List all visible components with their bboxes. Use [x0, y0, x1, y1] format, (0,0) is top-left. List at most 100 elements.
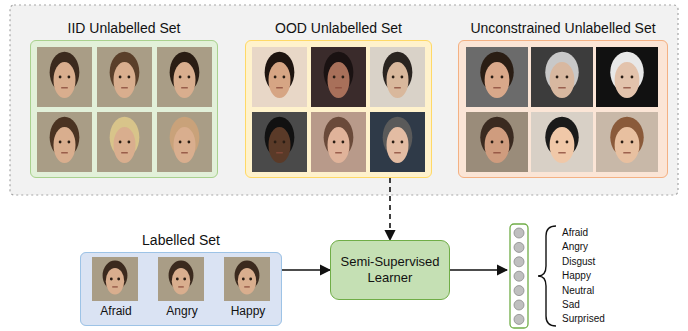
set-title: Labelled Set: [61, 232, 301, 249]
eye: [401, 141, 404, 144]
face-photo: [596, 112, 658, 172]
mouth: [178, 286, 184, 287]
face-photo: [158, 257, 204, 301]
face-photo: [370, 112, 425, 172]
eye: [119, 76, 122, 79]
face: [106, 268, 124, 294]
face: [387, 62, 409, 98]
photo-background: [466, 47, 528, 107]
face-photo: [252, 112, 307, 172]
output-vector: [510, 224, 528, 328]
output-unit: [514, 242, 524, 252]
eye: [183, 278, 186, 281]
mouth: [335, 87, 342, 88]
photo-background: [466, 112, 528, 172]
eye: [110, 278, 113, 281]
class-name: Happy: [562, 270, 591, 282]
face-photo: [370, 47, 425, 107]
brace: [538, 226, 556, 326]
face-photo: [531, 47, 593, 107]
unlabelled-set: OOD Unlabelled Set: [245, 40, 432, 178]
face: [54, 62, 76, 98]
photo-background: [311, 47, 366, 107]
face-photo: [311, 47, 366, 107]
photo-background: [158, 257, 204, 301]
unlabelled-set: Unconstrained Unlabelled Set: [458, 40, 668, 178]
eye: [242, 278, 245, 281]
output-unit: [514, 228, 524, 238]
eye: [501, 76, 504, 79]
eye: [333, 141, 336, 144]
class-name: Surprised: [562, 313, 605, 325]
face-photo: [37, 47, 92, 107]
mouth: [244, 286, 250, 287]
face-photo: [37, 112, 92, 172]
photo-background: [596, 112, 658, 172]
face: [269, 62, 291, 98]
face-photo: [92, 257, 138, 301]
face: [615, 127, 640, 163]
eye: [188, 76, 191, 79]
mouth: [623, 87, 630, 88]
face: [387, 127, 409, 163]
set-fill: [80, 252, 282, 326]
mouth: [558, 87, 565, 88]
eye: [59, 141, 62, 144]
eye: [621, 76, 624, 79]
face-photo: [466, 47, 528, 107]
mouth: [493, 152, 500, 153]
photo-background: [97, 47, 152, 107]
class-name: Disgust: [562, 256, 595, 268]
face-photo: [157, 47, 212, 107]
eye: [274, 141, 277, 144]
set-fill: [30, 40, 218, 178]
set-title: IID Unlabelled Set: [11, 20, 237, 37]
face: [550, 62, 575, 98]
output-unit: [514, 257, 524, 267]
face: [328, 127, 350, 163]
face-photo: [97, 47, 152, 107]
face-photo: [531, 112, 593, 172]
eye: [127, 141, 130, 144]
face: [172, 268, 190, 294]
eye: [556, 76, 559, 79]
mouth: [276, 87, 283, 88]
eye: [333, 76, 336, 79]
face: [485, 62, 510, 98]
mouth: [181, 87, 188, 88]
photo-background: [252, 112, 307, 172]
photo-background: [157, 112, 212, 172]
eye: [176, 278, 179, 281]
eye: [392, 76, 395, 79]
set-fill: [245, 40, 432, 178]
eye: [566, 76, 569, 79]
eye: [283, 76, 286, 79]
face-photo: [596, 47, 658, 107]
face-photo: [466, 112, 528, 172]
eye: [68, 141, 71, 144]
eye: [491, 76, 494, 79]
eye: [491, 141, 494, 144]
mouth: [394, 152, 401, 153]
photo-background: [252, 47, 307, 107]
class-name: Afraid: [562, 227, 588, 239]
learner-box: Semi-Supervised Learner: [330, 240, 450, 300]
face: [54, 127, 76, 163]
learner-label: Semi-Supervised Learner: [331, 248, 449, 292]
output-unit: [514, 300, 524, 310]
face: [114, 62, 136, 98]
eye: [179, 76, 182, 79]
eye: [119, 141, 122, 144]
unlabelled-set: IID Unlabelled Set: [30, 40, 218, 178]
photo-background: [596, 47, 658, 107]
mouth: [335, 152, 342, 153]
face-photo: [252, 47, 307, 107]
mouth: [121, 152, 128, 153]
emotion-caption: Happy: [215, 304, 281, 318]
face: [114, 127, 136, 163]
mouth: [394, 87, 401, 88]
face: [238, 268, 256, 294]
emotion-caption: Afraid: [83, 304, 149, 318]
face: [485, 127, 510, 163]
